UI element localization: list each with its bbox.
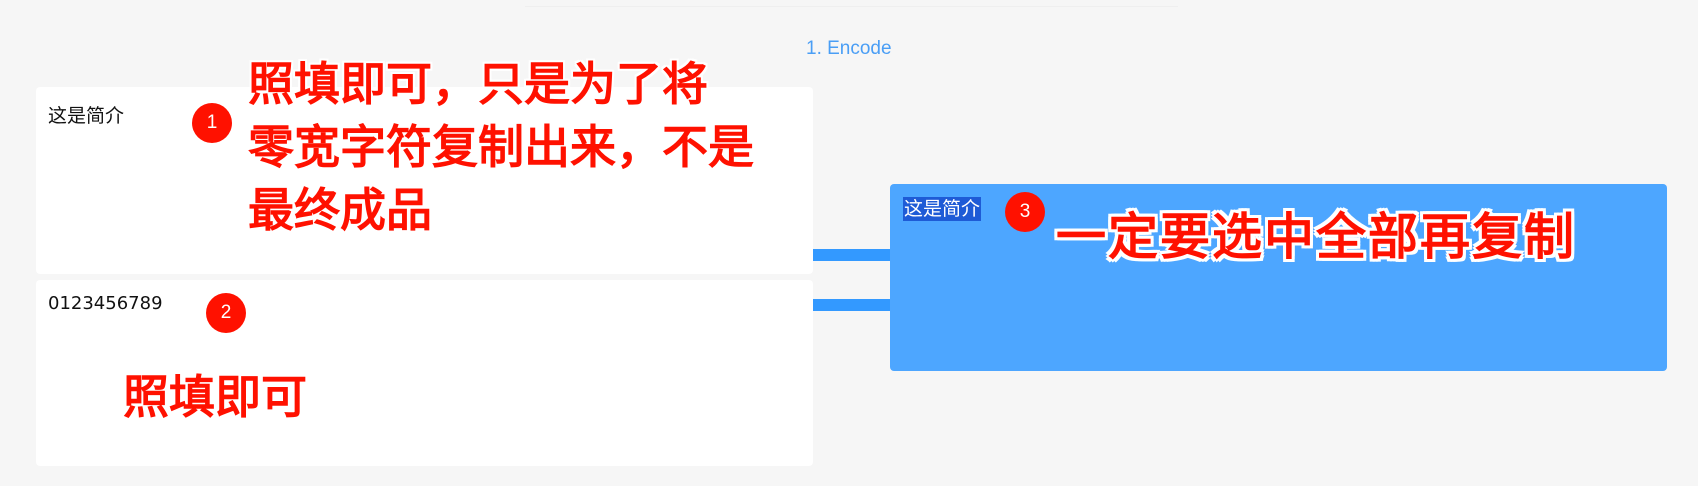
annotation-1-line-2: 零宽字符复制出来，不是 (248, 120, 754, 174)
intro-input-box[interactable]: 这是简介 (36, 87, 813, 274)
zero-width-input-value[interactable]: 0123456789 (48, 293, 163, 314)
intro-input-value[interactable]: 这是简介 (48, 105, 125, 127)
step-badge-3: 3 (1005, 192, 1045, 232)
connector-line-2 (813, 299, 890, 311)
annotation-1-line-3: 最终成品 (248, 183, 432, 237)
step-badge-1: 1 (192, 103, 232, 143)
connector-line-1 (813, 249, 890, 261)
step-title: 1. Encode (806, 38, 892, 59)
annotation-1-line-1: 照填即可，只是为了将 (248, 57, 708, 111)
zero-width-input-box[interactable]: 0123456789 (36, 280, 813, 466)
divider-line (525, 6, 1178, 7)
annotation-1: 照填即可，只是为了将 零宽字符复制出来，不是 最终成品 (248, 53, 754, 242)
step-badge-2: 2 (206, 293, 246, 333)
annotation-3: 一定要选中全部再复制 (1056, 208, 1576, 266)
encoded-output-value-selected[interactable]: 这是简介 (903, 197, 982, 221)
annotation-2: 照填即可 (123, 370, 307, 424)
